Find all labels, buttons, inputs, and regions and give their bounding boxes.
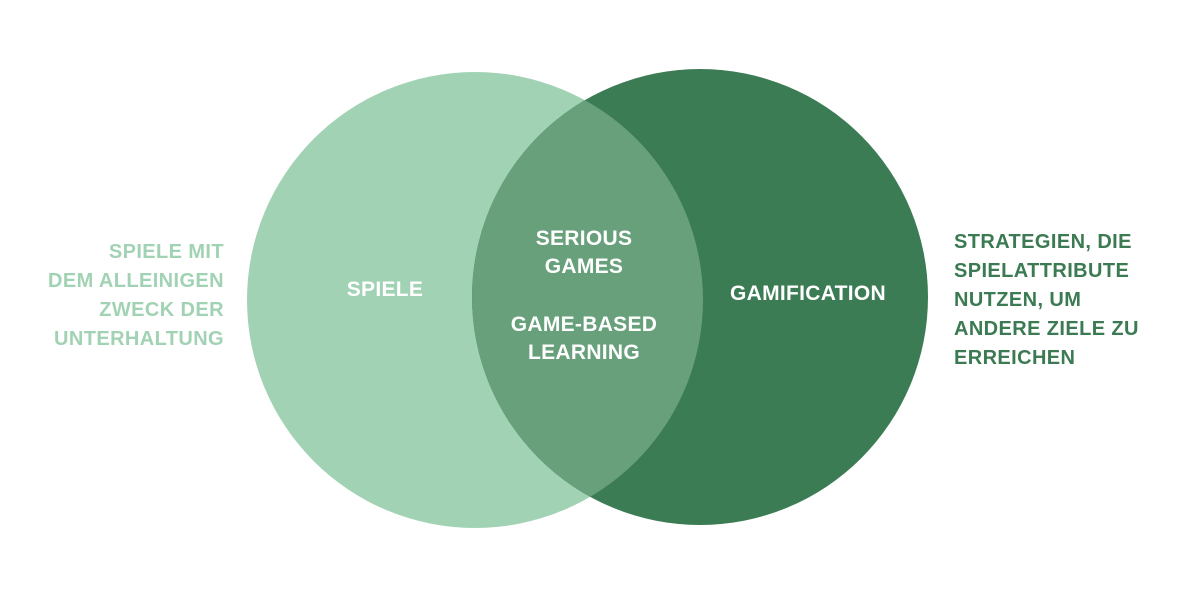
serious-games-label: SERIOUS GAMES	[494, 225, 674, 281]
spiele-description-line: SPIELE MIT	[108, 241, 224, 263]
spiele-description-line: DEM ALLEINIGEN	[48, 270, 224, 292]
gamification-label: GAMIFICATION	[729, 282, 887, 305]
gamification-description-line: NUTZEN, UM	[954, 289, 1082, 311]
game-based-learning-line-2: LEARNING	[527, 341, 641, 364]
game-based-learning-label: GAME-BASED LEARNING	[484, 311, 684, 367]
gamification-description: STRATEGIEN, DIE SPIELATTRIBUTE NUTZEN, U…	[954, 228, 1139, 373]
overlap-region	[472, 72, 703, 525]
gamification-description-line: SPIELATTRIBUTE	[954, 260, 1130, 282]
spiele-label: SPIELE	[346, 278, 424, 301]
spiele-description-line: ZWECK DER	[99, 299, 224, 321]
spiele-description-line: UNTERHALTUNG	[54, 328, 224, 350]
gamification-description-line: ANDERE ZIELE ZU	[954, 318, 1139, 340]
gamification-description-line: ERREICHEN	[954, 347, 1076, 369]
serious-games-line-1: SERIOUS	[535, 227, 633, 250]
game-based-learning-line-1: GAME-BASED	[510, 313, 658, 336]
spiele-description: SPIELE MIT DEM ALLEINIGEN ZWECK DER UNTE…	[48, 238, 224, 354]
serious-games-line-2: GAMES	[544, 255, 624, 278]
gamification-description-line: STRATEGIEN, DIE	[954, 231, 1132, 253]
